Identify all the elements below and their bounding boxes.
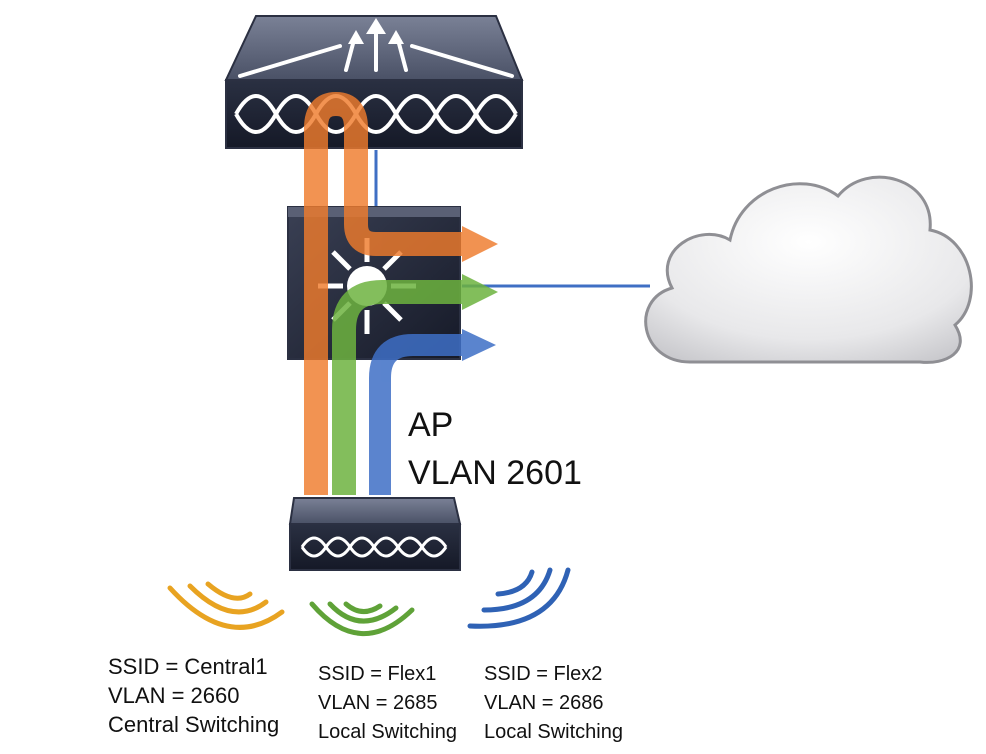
ssid-block-flex1: SSID = Flex1 VLAN = 2685 Local Switching bbox=[318, 660, 457, 747]
cloud-icon bbox=[644, 175, 973, 364]
orange-flow-arrow bbox=[304, 91, 498, 495]
ssid-name: SSID = Flex2 bbox=[484, 663, 603, 685]
ssid-switching-mode: Local Switching bbox=[484, 721, 623, 743]
yellow-wifi-signal-icon bbox=[167, 581, 285, 630]
blue-wifi-signal-icon bbox=[467, 567, 571, 629]
ap-label-vlan: VLAN 2601 bbox=[408, 454, 582, 492]
access-point-icon bbox=[288, 497, 462, 571]
green-wifi-signal-icon bbox=[309, 601, 415, 636]
ssid-name: SSID = Central1 bbox=[108, 654, 268, 679]
ssid-block-flex2: SSID = Flex2 VLAN = 2686 Local Switching bbox=[484, 660, 623, 747]
ssid-vlan: VLAN = 2685 bbox=[318, 692, 438, 714]
ssid-vlan: VLAN = 2686 bbox=[484, 692, 604, 714]
blue-flow-arrow bbox=[369, 329, 496, 495]
ssid-vlan: VLAN = 2660 bbox=[108, 683, 240, 708]
ap-label-line1: AP bbox=[408, 406, 454, 444]
ssid-switching-mode: Central Switching bbox=[108, 712, 280, 737]
ssid-switching-mode: Local Switching bbox=[318, 721, 457, 743]
green-flow-arrow bbox=[332, 274, 498, 495]
ssid-name: SSID = Flex1 bbox=[318, 663, 437, 685]
wireless-controller-icon bbox=[224, 15, 524, 149]
ssid-block-central1: SSID = Central1 VLAN = 2660 Central Swit… bbox=[108, 652, 279, 739]
